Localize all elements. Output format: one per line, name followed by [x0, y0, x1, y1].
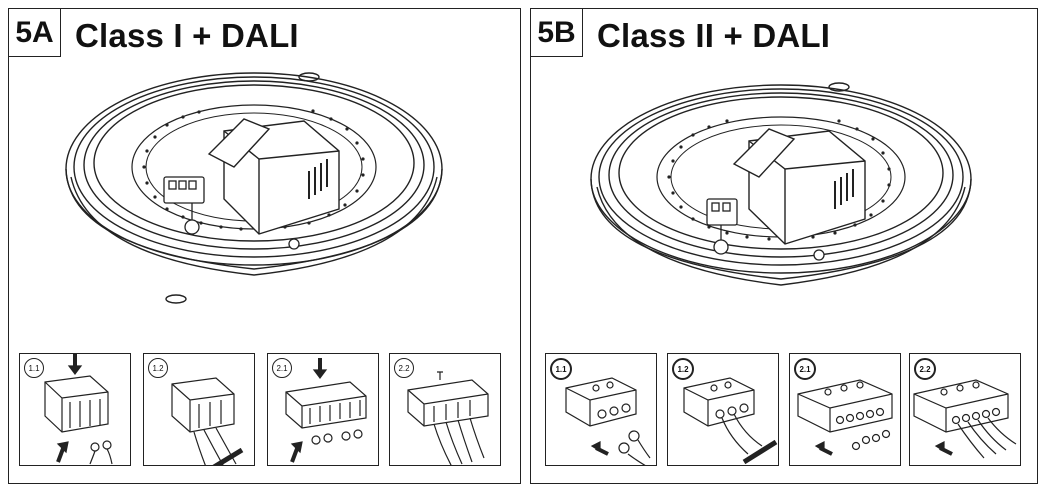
panel-5a: 5A Class I + DALI	[8, 8, 521, 484]
step-number: 1.1	[24, 358, 44, 378]
step-2-2: 2.2	[389, 353, 501, 466]
step-1-2: 1.2	[143, 353, 255, 466]
step-number: 1.1	[550, 358, 572, 380]
step-1-1: 1.1	[545, 353, 657, 466]
step-number: 1.2	[672, 358, 694, 380]
panel-5b: 5B Class II + DALI	[530, 8, 1038, 484]
luminaire-illustration	[65, 72, 443, 304]
step-1-1: 1.1	[19, 353, 131, 466]
step-number: 2.1	[794, 358, 816, 380]
step-2-2: 2.2	[909, 353, 1021, 466]
step-number: 2.2	[394, 358, 414, 378]
panel-tag: 5B	[531, 9, 583, 57]
luminaire-illustration	[590, 82, 972, 286]
step-number: 2.2	[914, 358, 936, 380]
step-number: 1.2	[148, 358, 168, 378]
panel-title: Class I + DALI	[75, 17, 299, 54]
step-number: 2.1	[272, 358, 292, 378]
step-2-1: 2.1	[267, 353, 379, 466]
step-1-2: 1.2	[667, 353, 779, 466]
step-2-1: 2.1	[789, 353, 901, 466]
panel-tag: 5A	[9, 9, 61, 57]
panel-title: Class II + DALI	[597, 17, 831, 54]
